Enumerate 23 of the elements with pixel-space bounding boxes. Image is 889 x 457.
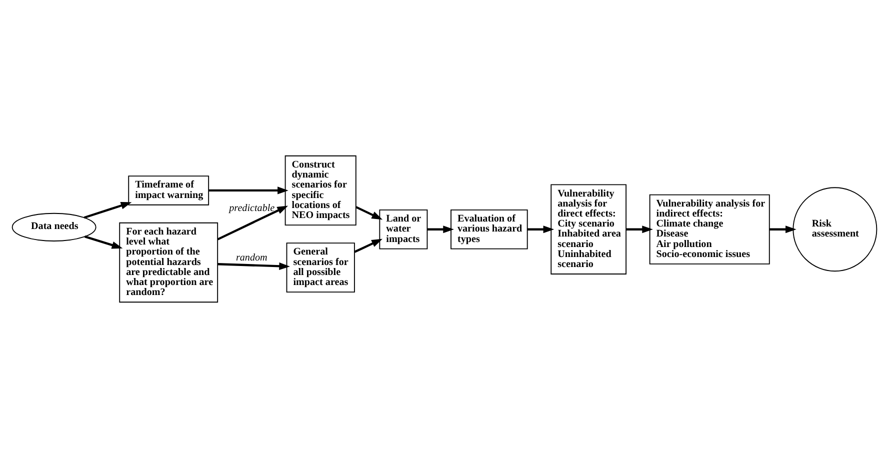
arrow: [427, 225, 454, 233]
node-circle: Risk assessment: [792, 186, 878, 272]
node-box: Timeframe of impact warning: [128, 175, 210, 205]
node-box: Vulnerability analysis for direct effects: City scenario Inhabited area scenario Uninhabited scenario: [550, 184, 626, 274]
node-box: For each hazard level what proportion of the potential hazards are predictable and what proportion are random?: [119, 222, 218, 302]
arrow: [527, 225, 554, 233]
arrow: [770, 225, 796, 233]
node-box: General scenarios for all possible impact areas: [286, 242, 355, 292]
arrow: [208, 186, 288, 194]
edge-label: predictable: [229, 202, 275, 214]
node-box: Construct dynamic scenarios for specific locations of NEO impacts: [284, 154, 356, 225]
node-box: Land or water impacts: [379, 208, 428, 249]
edge-label: random: [236, 252, 268, 263]
arrow: [354, 238, 382, 252]
arrow: [626, 225, 653, 233]
node-box: Evaluation of various hazard types: [450, 208, 528, 249]
arrow: [84, 201, 132, 218]
arrow: [356, 206, 383, 220]
arrow: [217, 205, 288, 240]
arrow: [218, 262, 290, 270]
node-ellipse: Data needs: [12, 212, 96, 241]
node-box: Vulnerability analysis for indirect effects: Climate change Disease Air pollution Socio-economic issues: [649, 194, 770, 264]
arrow: [84, 235, 123, 248]
